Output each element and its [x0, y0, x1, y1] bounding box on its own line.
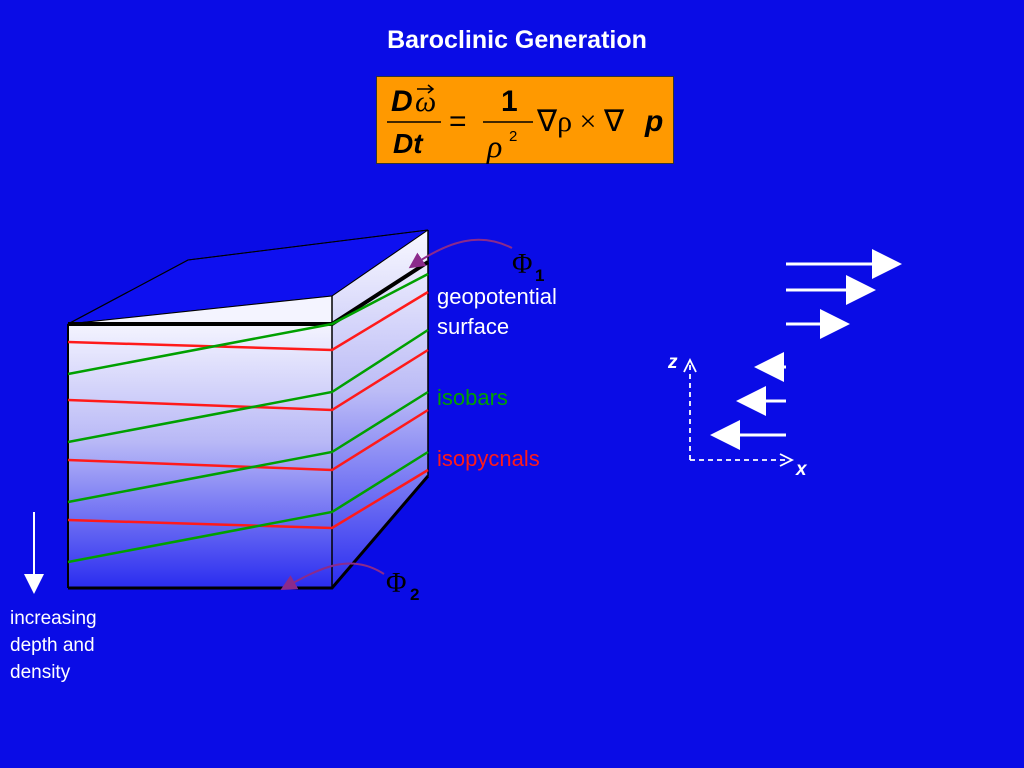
- isobar-line: [67, 272, 429, 376]
- x-axis-label: x: [795, 459, 808, 480]
- z-axis-arrowhead-icon: [683, 357, 697, 373]
- block-top-outline: [67, 229, 429, 325]
- phi1-pointer-arrow: [408, 238, 513, 269]
- eq-rhs-p: p: [644, 105, 663, 138]
- geopotential-surface-label: geopotential surface: [437, 284, 557, 339]
- isopycnal-line: [67, 468, 429, 530]
- block-front-face: [68, 324, 332, 588]
- isobars-label: isobars: [437, 385, 508, 410]
- phi1-symbol: Φ: [512, 249, 532, 280]
- isopycnal-line: [67, 290, 429, 352]
- slide-title: Baroclinic Generation: [387, 26, 647, 54]
- eq-vector-arrow-icon: [417, 84, 435, 94]
- isopycnal-line: [67, 408, 429, 472]
- eq-equals: =: [449, 105, 467, 138]
- phi2-symbol: Φ: [386, 568, 406, 599]
- phi2-subscript: 2: [410, 585, 419, 604]
- phi1-subscript: 1: [535, 266, 544, 285]
- eq-rhs-rho: ρ: [486, 128, 502, 164]
- equation-box: D ω Dt = 1 ρ 2 ∇ρ × ∇ p: [376, 76, 674, 164]
- eq-lhs-vector: ω: [415, 85, 436, 118]
- isopycnal-line: [67, 348, 429, 412]
- depth-density-label: increasing depth and density: [10, 608, 97, 683]
- eq-lhs-denominator: Dt: [393, 128, 424, 159]
- eq-rhs-exponent: 2: [509, 128, 517, 145]
- phi2-pointer-arrow: [280, 562, 385, 590]
- equation-svg: D ω Dt = 1 ρ 2 ∇ρ × ∇ p: [387, 84, 663, 164]
- z-axis-label: z: [667, 352, 678, 373]
- isopycnals-label: isopycnals: [437, 446, 540, 471]
- eq-rhs-numerator: 1: [501, 85, 518, 118]
- eq-lhs-numerator: D: [391, 85, 413, 118]
- isobar-line: [67, 328, 429, 444]
- eq-rhs-terms: ∇ρ × ∇: [536, 105, 625, 138]
- isobar-line: [67, 390, 429, 504]
- isobar-line: [67, 450, 429, 564]
- x-axis-arrowhead-icon: [779, 453, 795, 467]
- block-side-face: [332, 230, 428, 588]
